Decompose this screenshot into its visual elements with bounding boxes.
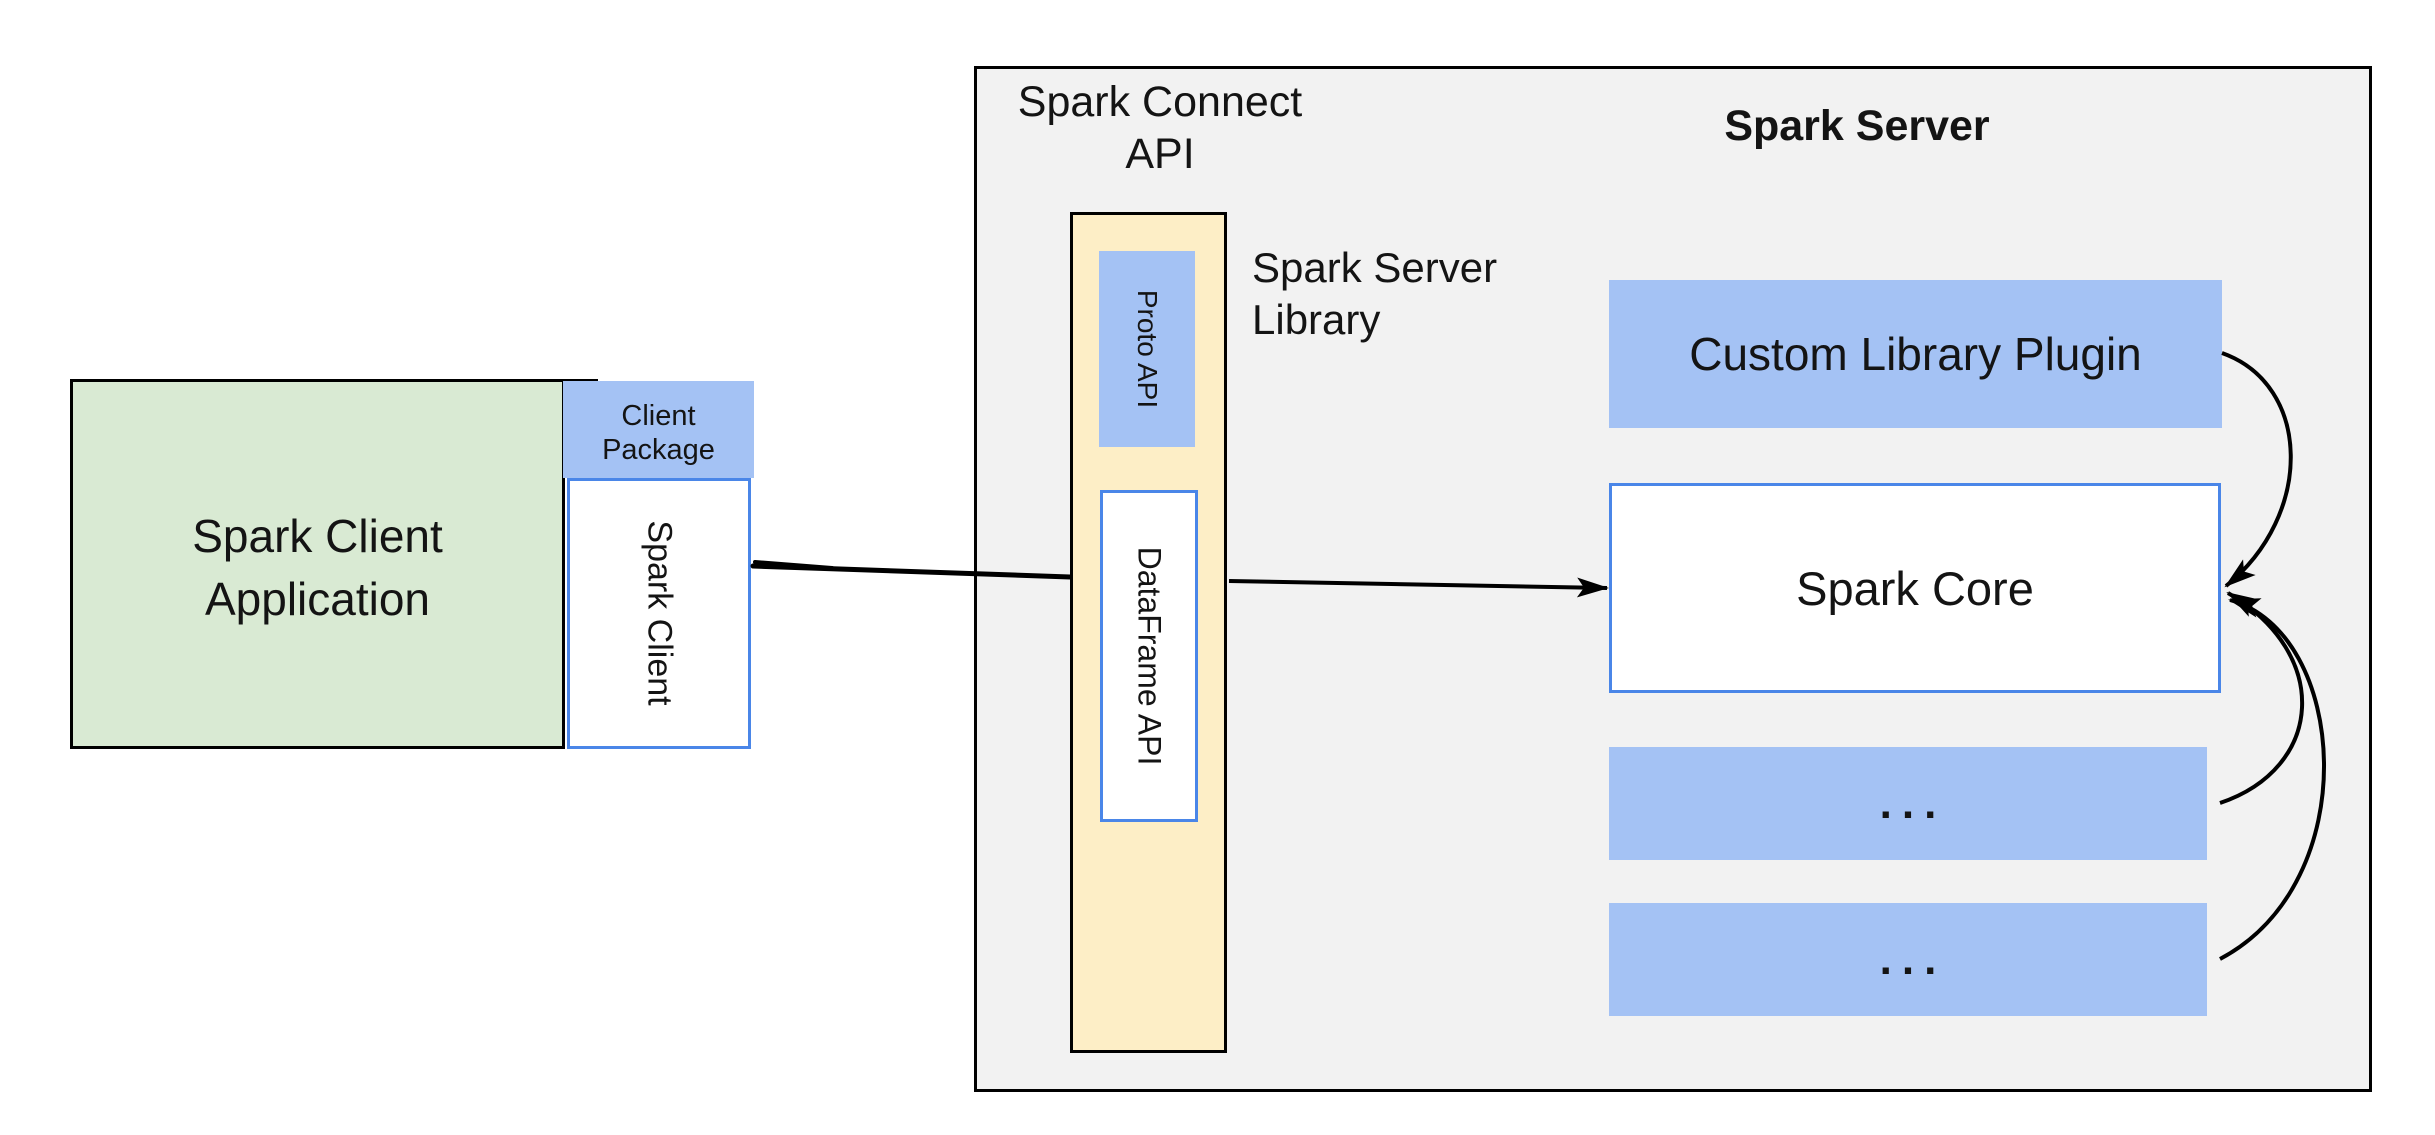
custom-library-plugin-box: Custom Library Plugin (1609, 280, 2222, 428)
spark-server-library-label-line1: Spark Server (1252, 244, 1498, 291)
custom-library-plugin-label: Custom Library Plugin (1689, 328, 2142, 380)
ellipsis-label-1: ... (1879, 778, 1947, 828)
proto-api-box (1099, 251, 1195, 447)
spark-core-label: Spark Core (1796, 561, 2034, 615)
spark-core-box: Spark Core (1609, 483, 2221, 693)
client-package-box: Client Package (563, 381, 754, 478)
spark-client-application-box: Spark Client Application (70, 379, 565, 749)
spark-connect-api-label: Spark Connect API (1000, 76, 1320, 180)
spark-client-application-label-line2: Application (204, 573, 431, 625)
spark-connect-api-label-line1: Spark Connect (1017, 78, 1303, 126)
spark-server-library-label-line2: Library (1252, 296, 1381, 343)
spark-server-title: Spark Server (1724, 102, 1990, 150)
spark-client-box (567, 478, 751, 749)
ellipsis-box-1: ... (1609, 747, 2207, 860)
proto-api-label: Proto API (1132, 289, 1163, 409)
dataframe-api-box (1100, 490, 1198, 822)
client-package-label-line1: Client (621, 399, 696, 432)
client-package-label: Client Package (602, 399, 715, 467)
ellipsis-label-2: ... (1879, 934, 1947, 984)
client-to-connect-api-line-overdraw (753, 560, 834, 570)
dataframe-api-label: DataFrame API (1131, 546, 1168, 766)
green-box-border-tick (565, 379, 598, 382)
spark-client-application-label-line1: Spark Client (192, 510, 443, 562)
spark-connect-api-label-line2: API (1125, 130, 1195, 178)
spark-client-label: Spark Client (640, 520, 679, 706)
spark-server-library-label: Spark Server Library (1252, 242, 1612, 346)
spark-client-application-label: Spark Client Application (192, 505, 443, 631)
client-package-label-line2: Package (602, 433, 715, 466)
ellipsis-box-2: ... (1609, 903, 2207, 1016)
